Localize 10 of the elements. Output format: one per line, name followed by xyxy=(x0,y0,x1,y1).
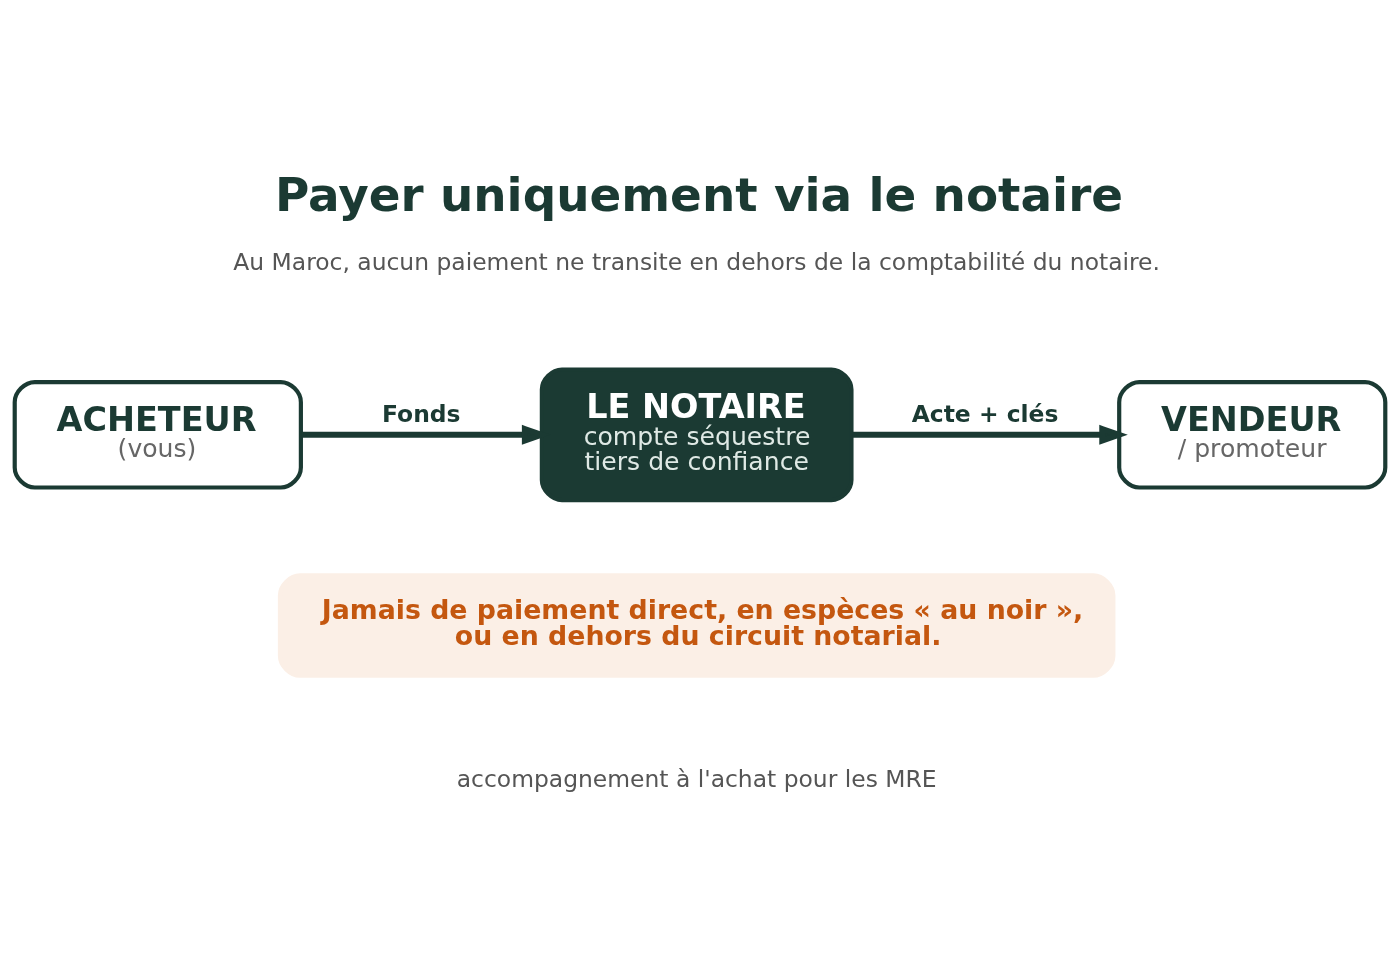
node-box: LE NOTAIRE compte séquestre tiers de confiance xyxy=(539,367,854,503)
node-box: Jamais de paiement direct, en espèces « au noir », ou en dehors du circuit notarial. xyxy=(277,573,1116,678)
node-box: VENDEUR / promoteur xyxy=(1117,379,1388,490)
edge-label: Fonds xyxy=(382,399,461,428)
label: Au Maroc, aucun paiement ne transite en dehors de la comptabilité du notaire. xyxy=(233,248,1160,277)
node-box: ACHETEUR (vous) xyxy=(12,379,303,490)
diagram-title: Payer uniquement via le notaire xyxy=(274,168,1124,223)
label: accompagnement à l'achat pour les MRE xyxy=(456,765,937,794)
edge-label: Acte + clés xyxy=(911,399,1059,428)
arrow xyxy=(852,424,1128,445)
